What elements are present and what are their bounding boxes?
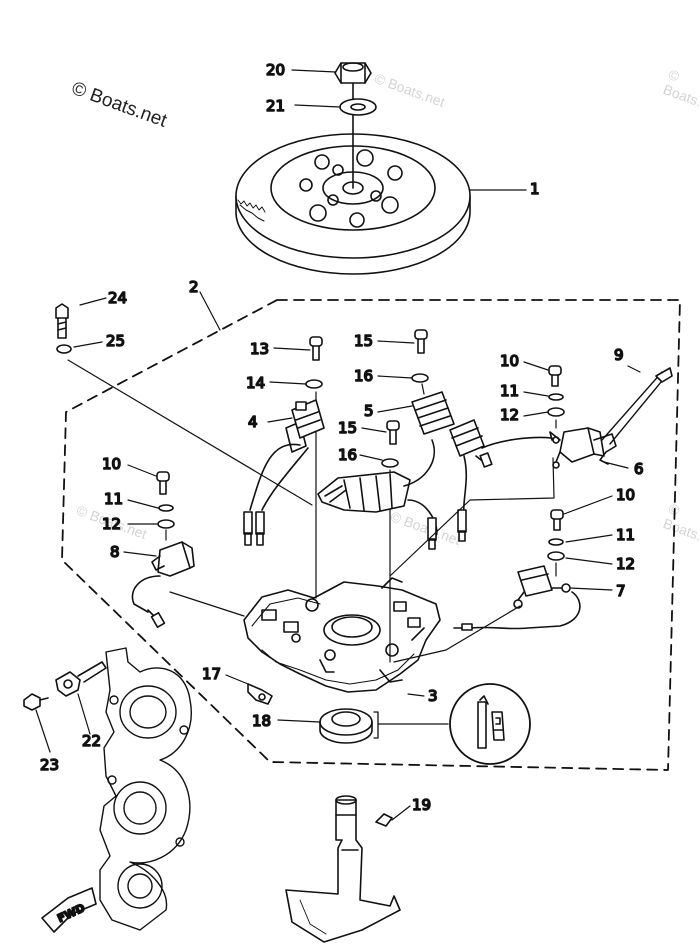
lock-washer xyxy=(157,519,175,529)
crankcase-outline xyxy=(99,647,192,931)
bolt xyxy=(550,509,564,531)
callout-20: 20 xyxy=(266,61,285,79)
callout-18: 18 xyxy=(252,712,271,730)
callout-14: 14 xyxy=(246,374,265,392)
screw xyxy=(23,693,49,711)
callout-4: 4 xyxy=(248,413,258,431)
callout-24: 24 xyxy=(108,289,127,307)
callout-12: 12 xyxy=(500,406,519,424)
lock-washer xyxy=(547,551,565,561)
callout-12: 12 xyxy=(102,515,121,533)
stator-base-plate xyxy=(243,577,441,693)
stator-assembly-boundary xyxy=(61,299,681,771)
screw xyxy=(386,420,400,445)
callout-10: 10 xyxy=(500,352,519,370)
callout-3: 3 xyxy=(428,687,438,705)
screw xyxy=(309,336,323,361)
washer xyxy=(339,98,377,116)
callout-25: 25 xyxy=(106,332,125,350)
woodruff-key xyxy=(375,813,393,827)
callout-22: 22 xyxy=(82,732,101,750)
charge-coil xyxy=(243,399,325,546)
callout-5: 5 xyxy=(364,402,374,420)
callout-19: 19 xyxy=(412,796,431,814)
flywheel-nut xyxy=(334,62,372,84)
washer xyxy=(56,344,72,354)
crank-oil-seal xyxy=(319,708,373,744)
washer xyxy=(548,393,564,401)
callout-12: 12 xyxy=(616,555,635,573)
callout-7: 7 xyxy=(616,582,626,600)
callout-labels: 20 21 1 2 24 25 13 14 15 16 4 5 15 16 10… xyxy=(39,60,644,815)
washer xyxy=(548,538,564,546)
callout-17: 17 xyxy=(202,665,221,683)
callout-16: 16 xyxy=(338,446,357,464)
callout-11: 11 xyxy=(616,526,635,544)
ignition-coil xyxy=(453,565,581,631)
callout-9: 9 xyxy=(614,346,624,364)
lighting-coil xyxy=(317,391,553,550)
lock-washer xyxy=(381,458,399,468)
callout-1: 1 xyxy=(530,180,540,198)
callout-leaders xyxy=(35,69,641,821)
crankshaft xyxy=(285,795,401,943)
clamp xyxy=(247,683,273,705)
callout-2: 2 xyxy=(189,278,199,296)
screw xyxy=(414,329,428,354)
washer xyxy=(158,504,174,512)
callout-11: 11 xyxy=(104,490,123,508)
rectifier xyxy=(131,541,195,628)
callout-8: 8 xyxy=(110,543,120,561)
callout-15: 15 xyxy=(338,419,357,437)
lock-washer xyxy=(547,407,565,417)
forward-direction-arrow: FWD xyxy=(41,887,97,933)
flywheel xyxy=(235,133,471,275)
bolt xyxy=(548,365,562,387)
callout-23: 23 xyxy=(40,756,59,774)
bolt xyxy=(55,303,69,339)
wire-bracket xyxy=(55,661,107,697)
callout-10: 10 xyxy=(102,455,121,473)
callout-10: 10 xyxy=(616,486,635,504)
lock-washer xyxy=(411,373,429,383)
callout-16: 16 xyxy=(354,367,373,385)
callout-6: 6 xyxy=(634,460,644,478)
lock-washer xyxy=(305,379,323,389)
bolt xyxy=(156,471,170,495)
callout-11: 11 xyxy=(500,382,519,400)
oil-seal-section-detail xyxy=(449,683,531,765)
callout-15: 15 xyxy=(354,332,373,350)
callout-13: 13 xyxy=(250,340,269,358)
cdi-unit xyxy=(549,367,673,469)
callout-21: 21 xyxy=(266,97,285,115)
